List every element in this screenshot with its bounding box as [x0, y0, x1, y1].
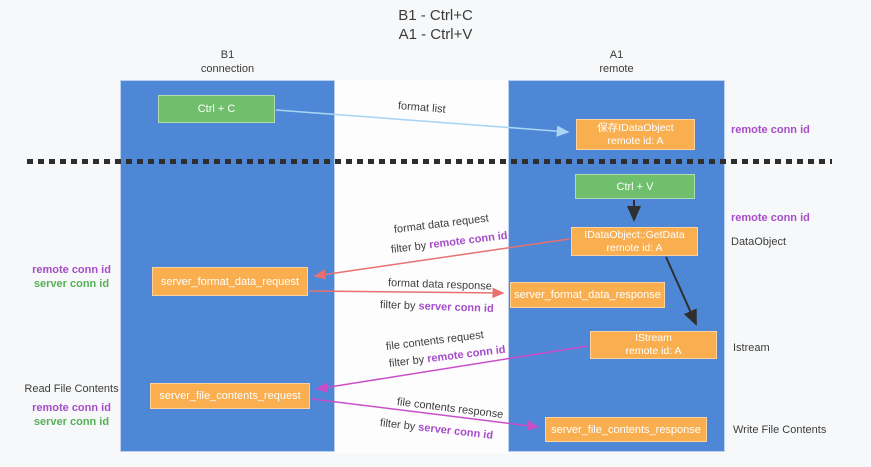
istream-line1: IStream — [635, 332, 672, 344]
ctrl-v-label: Ctrl + V — [616, 180, 654, 193]
file-contents-response-arrow — [311, 398, 540, 431]
getdata-to-istream-arrow — [665, 256, 697, 326]
server-conn-id-text: server conn id — [418, 300, 494, 315]
save-idataobject-box: 保存IDataObject remote id: A — [576, 119, 695, 150]
ctrl-c-label: Ctrl + C — [197, 103, 236, 115]
server-file-contents-response-box: server_file_contents_response — [545, 417, 707, 442]
server-file-contents-response-label: server_file_contents_response — [551, 423, 701, 436]
remote-conn-id-label: remote conn id — [32, 402, 111, 414]
getdata-line1: IDataObject::GetData — [584, 228, 685, 241]
left-conn-id-block-bottom: remote conn id server conn id — [24, 401, 119, 429]
filter-by-text: filter by — [379, 299, 419, 313]
server-format-data-response-label: server_format_data_response — [514, 289, 661, 301]
page-title: B1 - Ctrl+C A1 - Ctrl+V — [0, 6, 871, 44]
left-column-title: B1 — [220, 49, 235, 61]
istream-box: IStream remote id: A — [590, 331, 717, 359]
right-column-header: A1 remote — [508, 48, 725, 76]
istream-line2: remote id: A — [625, 345, 682, 357]
save-idataobject-line2: remote id: A — [607, 134, 664, 147]
file-contents-request-arrow — [315, 345, 589, 393]
server-conn-id-label: server conn id — [33, 278, 110, 290]
server-file-contents-request-box: server_file_contents_request — [150, 383, 310, 409]
center-background-strip — [335, 80, 508, 453]
server-format-data-request-box: server_format_data_request — [152, 267, 308, 296]
getdata-line2: remote id: A — [606, 241, 663, 254]
dashed-divider-line — [27, 159, 832, 164]
ctrl-v-box: Ctrl + V — [575, 174, 695, 199]
left-column-subtitle: connection — [200, 63, 255, 75]
server-file-contents-request-label: server_file_contents_request — [159, 390, 301, 402]
server-conn-id-label: server conn id — [33, 416, 110, 428]
right-column-subtitle: remote — [599, 63, 634, 75]
left-column-header: B1 connection — [120, 48, 335, 76]
remote-conn-id-label: remote conn id — [32, 264, 111, 276]
remote-conn-id-label-top: remote conn id — [731, 124, 810, 136]
idataobject-getdata-box: IDataObject::GetData remote id: A — [571, 227, 698, 256]
save-idataobject-line1: 保存IDataObject — [597, 121, 674, 134]
write-file-contents-label: Write File Contents — [733, 424, 827, 436]
istream-label: Istream — [733, 342, 770, 354]
format-data-response-arrow — [308, 287, 505, 299]
ctrl-c-box: Ctrl + C — [158, 95, 275, 123]
format-data-request-arrow — [313, 238, 570, 280]
dataobject-label: DataObject — [731, 236, 787, 248]
read-file-contents-label: Read File Contents — [24, 383, 119, 395]
title-line-1: B1 - Ctrl+C — [398, 7, 473, 24]
title-line-2: A1 - Ctrl+V — [398, 26, 473, 43]
remote-conn-id-label-mid: remote conn id — [731, 212, 810, 224]
left-conn-id-block-top: remote conn id server conn id — [24, 263, 119, 291]
server-format-data-response-box: server_format_data_response — [510, 282, 665, 308]
format-list-arrow — [275, 109, 570, 137]
right-column-title: A1 — [609, 49, 624, 61]
server-format-data-request-label: server_format_data_request — [160, 275, 300, 288]
